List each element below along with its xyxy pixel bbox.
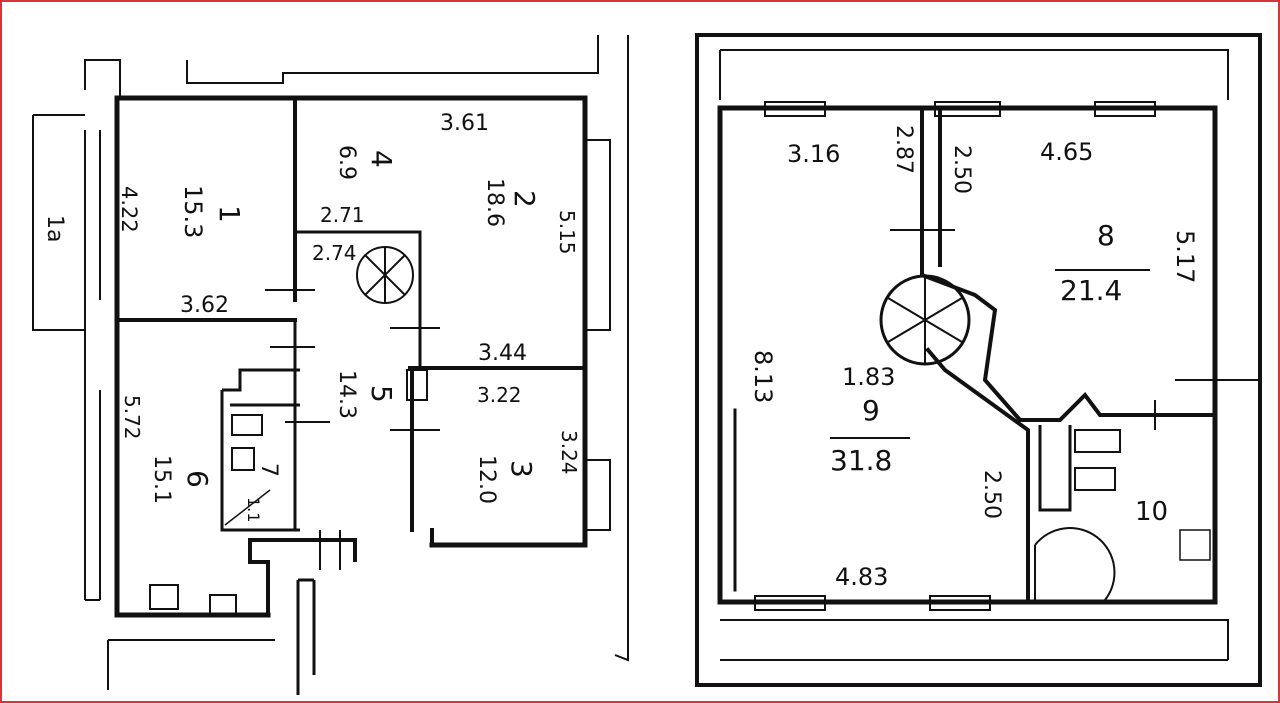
door-ticks-right	[890, 229, 1260, 430]
room5-area: 14.3	[334, 370, 359, 419]
wall-diagonal	[925, 347, 1030, 602]
wall-room8	[920, 108, 1217, 422]
room6-area: 15.1	[149, 455, 174, 504]
right-windows	[585, 139, 611, 531]
door-ticks	[265, 289, 440, 431]
upper-left-outline	[84, 59, 121, 100]
room5-number: 5	[365, 385, 398, 403]
sink-icon	[231, 447, 255, 471]
room3-width-dim: 3.22	[477, 383, 522, 407]
outer-wall-left	[114, 95, 271, 618]
wall-room4	[293, 230, 422, 370]
bottom-left-outline	[107, 639, 275, 690]
room3-number: 3	[505, 460, 538, 478]
room8-number: 8	[1097, 219, 1115, 252]
spiral-stair-right-lines	[887, 276, 963, 364]
room9-number: 9	[862, 394, 880, 427]
room8-top-dim: 4.65	[1040, 138, 1093, 166]
area-underlines	[830, 269, 1150, 439]
room2-bottom-dim: 3.44	[478, 341, 527, 366]
room6-height-dim: 5.72	[120, 395, 144, 440]
stove-icon	[149, 584, 179, 610]
room1-area: 15.3	[179, 185, 207, 238]
left-plan-labels: 1a 4.22 3.62 15.3 1 3.61 6.9 4 2.71 2.74…	[42, 111, 581, 522]
right-plan-labels: 3.16 2.87 2.50 4.65 8 21.4 5.17 8.13 1.8…	[749, 125, 1199, 591]
door-swing	[1034, 527, 1116, 601]
hall-width-2: 2.74	[312, 241, 357, 265]
room6-number: 6	[181, 470, 214, 488]
left-windows	[84, 130, 101, 601]
room3-area: 12.0	[474, 455, 499, 504]
column	[406, 369, 428, 401]
room2-area: 18.6	[482, 178, 507, 227]
toilet-icon-right	[1074, 429, 1121, 453]
outer-wall-main	[114, 95, 588, 548]
room3-height-dim: 3.24	[557, 430, 581, 475]
room7-area: 1.1	[244, 497, 263, 522]
bathroom-diagonal	[224, 489, 271, 526]
fridge-icon	[209, 594, 237, 616]
meter-box	[1179, 529, 1211, 561]
room10-number: 10	[1135, 497, 1168, 527]
outer-frame	[695, 33, 1262, 687]
hall-width-1: 2.71	[320, 203, 365, 227]
room8-area: 21.4	[1060, 274, 1122, 307]
outer-wall-bottom	[248, 538, 357, 617]
balcony-label: 1a	[42, 215, 67, 242]
spiral-stair-lines	[364, 247, 406, 303]
wall-room3-left	[410, 366, 434, 547]
toilet-icon	[231, 414, 263, 436]
balcony	[32, 114, 85, 331]
room2-number: 2	[508, 190, 541, 208]
upper-outline	[186, 35, 599, 84]
right-plan	[695, 33, 1262, 687]
top-width-dim: 3.61	[440, 111, 489, 136]
left-height-dim: 8.13	[749, 350, 777, 403]
door-jambs	[319, 530, 341, 570]
bottom-windows	[754, 595, 991, 611]
wall-b-dim: 2.50	[949, 145, 974, 194]
wall-a-dim: 2.87	[891, 125, 916, 174]
bottom-width-dim: 4.83	[835, 563, 888, 591]
r1-height-dim: 4.22	[117, 186, 141, 233]
room7-number: 7	[256, 463, 281, 477]
sink-icon-right	[1074, 467, 1116, 491]
right-edge-line	[614, 35, 629, 662]
bottom-outline	[720, 619, 1229, 661]
main-walls	[717, 105, 1218, 605]
room1-number: 1	[213, 205, 246, 223]
room8-right-dim: 5.17	[1171, 230, 1199, 283]
wall-room1	[115, 98, 297, 322]
left-plan	[32, 35, 629, 695]
top-windows	[764, 101, 1156, 117]
room4-number: 4	[365, 150, 398, 168]
bathroom-block	[1038, 425, 1072, 512]
inner-height-dim: 2.50	[979, 470, 1004, 519]
diag-dim: 1.83	[842, 363, 895, 391]
top-left-dim: 3.16	[787, 140, 840, 168]
entry-lines	[296, 578, 316, 695]
top-outline	[719, 49, 1229, 100]
room2-height-dim: 5.15	[555, 210, 579, 255]
room4-area: 6.9	[334, 145, 359, 180]
bathroom-walls	[220, 368, 300, 532]
r1-width-dim: 3.62	[180, 293, 229, 318]
room9-area: 31.8	[830, 444, 892, 477]
